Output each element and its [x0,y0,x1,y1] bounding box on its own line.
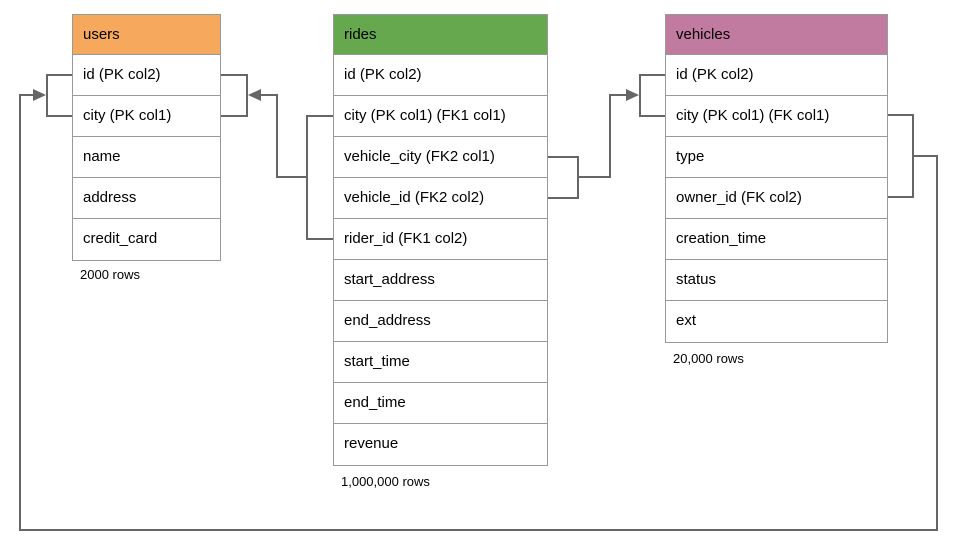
users-right-bracket [221,74,248,117]
column-row: vehicle_id (FK2 col2) [334,178,547,219]
arrowhead-to-vehicles-left [626,89,639,101]
users-left-bracket [46,74,72,117]
connector-rides-to-vehicles [548,74,665,199]
connector-vehicles-to-users [19,74,938,531]
connector-line [19,94,938,531]
column-row: address [73,178,220,219]
column-row: start_time [334,342,547,383]
table-header-vehicles: vehicles [666,15,887,55]
connector-line [253,94,307,178]
column-row: city (PK col1) (FK1 col1) [334,96,547,137]
row-count-users: 2000 rows [80,267,140,282]
row-count-rides: 1,000,000 rows [341,474,430,489]
column-row: start_address [334,260,547,301]
connector-rides-to-users [221,74,333,240]
arrowhead-to-users-left [33,89,46,101]
table-header-users: users [73,15,220,55]
column-row: end_address [334,301,547,342]
column-row: end_time [334,383,547,424]
column-row: owner_id (FK col2) [666,178,887,219]
column-row: name [73,137,220,178]
column-row: id (PK col2) [666,55,887,96]
table-vehicles: vehicles id (PK col2) city (PK col1) (FK… [665,14,888,343]
column-row: creation_time [666,219,887,260]
table-header-rides: rides [334,15,547,55]
column-row: status [666,260,887,301]
table-rides: rides id (PK col2) city (PK col1) (FK1 c… [333,14,548,466]
rides-left-bracket [306,115,333,240]
column-row: credit_card [73,219,220,260]
column-row: revenue [334,424,547,465]
column-row: ext [666,301,887,342]
column-row: id (PK col2) [73,55,220,96]
column-row: city (PK col1) (FK col1) [666,96,887,137]
column-row: rider_id (FK1 col2) [334,219,547,260]
table-users: users id (PK col2) city (PK col1) name a… [72,14,221,261]
rides-right-bracket [548,156,579,199]
column-row: city (PK col1) [73,96,220,137]
column-row: type [666,137,887,178]
column-row: vehicle_city (FK2 col1) [334,137,547,178]
column-row: id (PK col2) [334,55,547,96]
arrowhead-to-users-right [248,89,261,101]
row-count-vehicles: 20,000 rows [673,351,744,366]
connector-line [578,94,634,178]
vehicles-left-bracket [639,74,665,117]
vehicles-right-bracket [887,114,914,198]
